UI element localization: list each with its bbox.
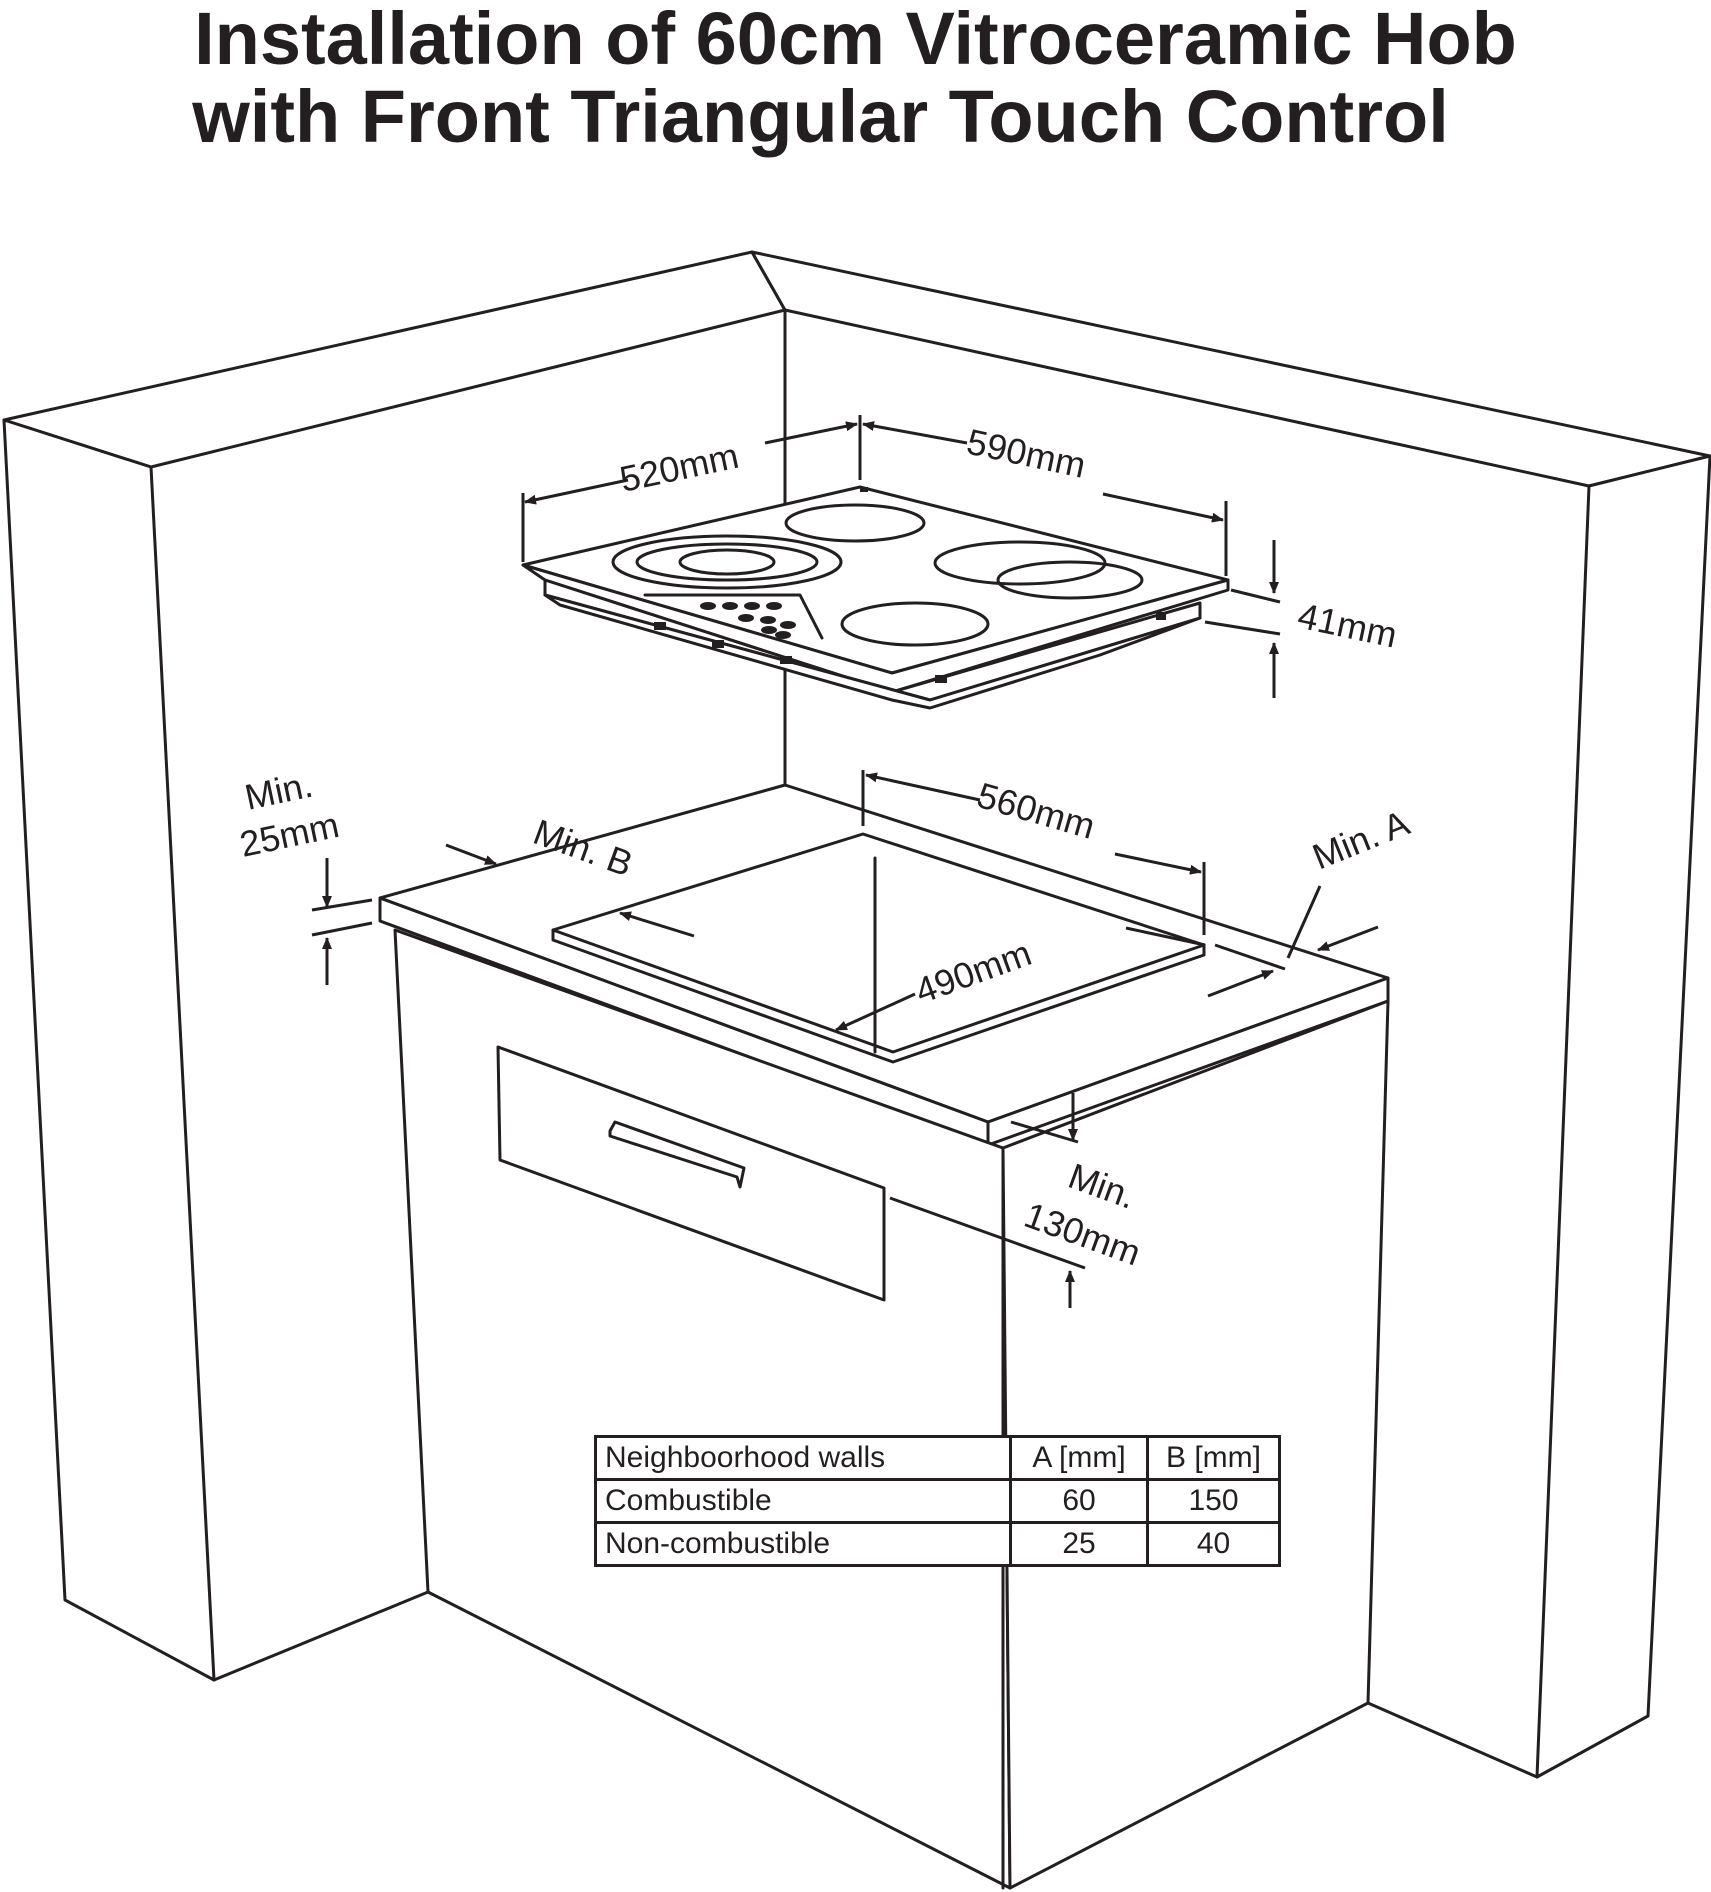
table-row: Combustible 60 150 <box>594 1478 1281 1524</box>
table-header-cell: A [mm] <box>1009 1435 1149 1481</box>
table-row: Non-combustible 25 40 <box>594 1521 1281 1567</box>
corner-walls <box>2 250 1711 1882</box>
table-cell: 150 <box>1146 1478 1281 1524</box>
touch-control-panel <box>643 593 824 640</box>
dimension-lines <box>311 415 1379 1308</box>
hob <box>521 485 1230 710</box>
label-hob-height: 41mm <box>1294 595 1400 656</box>
drawer-handle <box>608 1120 746 1189</box>
drawer-front <box>496 1045 886 1302</box>
hob-zone-front-right <box>840 601 990 647</box>
label-cutout-width: 560mm <box>973 774 1100 847</box>
title-line-1: Installation of 60cm Vitroceramic Hob <box>194 0 1517 80</box>
table-cell: 25 <box>1009 1521 1149 1567</box>
table-cell: Non-combustible <box>594 1521 1012 1567</box>
hob-zone-rear-left <box>784 503 926 543</box>
table-cell: 60 <box>1009 1478 1149 1524</box>
table-cell: 40 <box>1146 1521 1281 1567</box>
table-cell: Combustible <box>594 1478 1012 1524</box>
table-header-cell: Neighboorhood walls <box>594 1435 1012 1481</box>
label-hob-width: 590mm <box>963 421 1089 486</box>
label-hob-depth: 520mm <box>616 435 742 500</box>
hob-zone-front-left <box>611 534 843 590</box>
label-min-a: Min. A <box>1307 802 1415 877</box>
table-header-row: Neighboorhood walls A [mm] B [mm] <box>594 1435 1281 1481</box>
worktop-and-cabinet <box>378 783 1390 1890</box>
clearance-table: Neighboorhood walls A [mm] B [mm] Combus… <box>594 1435 1281 1567</box>
table-header-cell: B [mm] <box>1146 1435 1281 1481</box>
touch-control-dots <box>654 487 1166 683</box>
title-line-2: with Front Triangular Touch Control <box>192 75 1449 158</box>
